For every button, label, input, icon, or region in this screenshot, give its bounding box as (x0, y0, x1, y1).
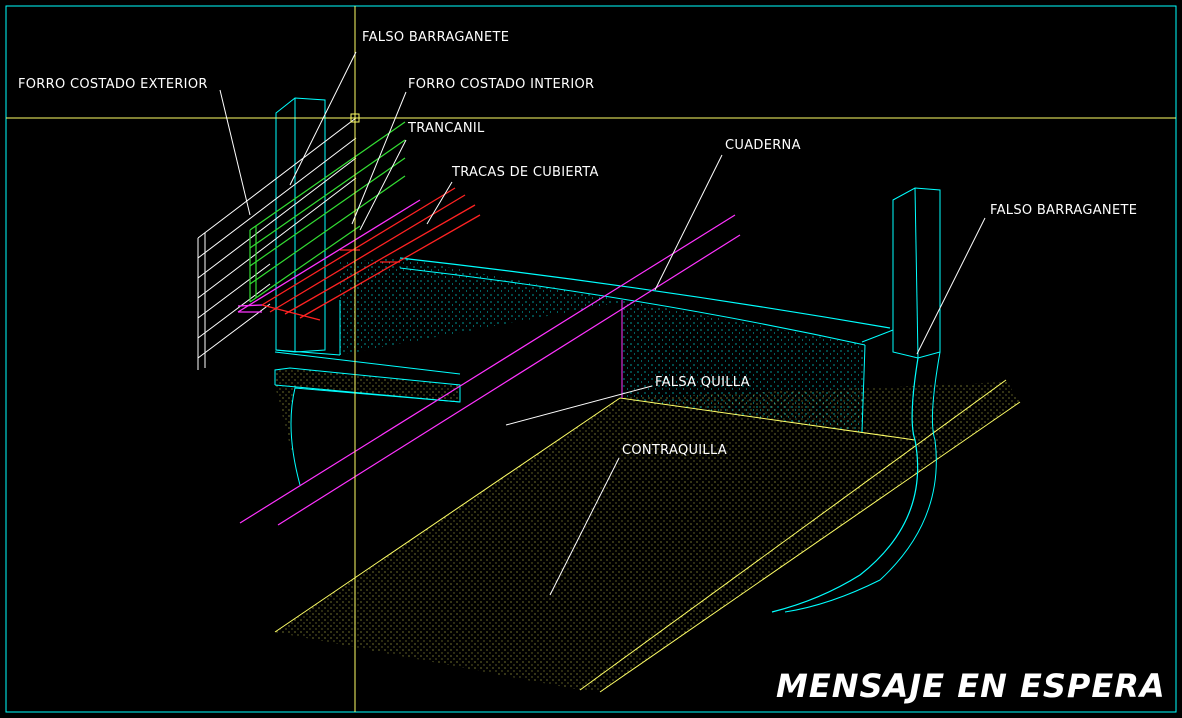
crosshair-pickbox[interactable] (350, 113, 360, 123)
label-forro-costado-interior: FORRO COSTADO INTERIOR (408, 77, 595, 92)
falsa-quilla-edge (619, 397, 916, 441)
forro-costado-exterior-planks (197, 117, 357, 370)
drawing-frame (5, 5, 1177, 713)
hull-right-curve-inner (784, 351, 941, 613)
label-falso-barraganete-right: FALSO BARRAGANETE (990, 203, 1138, 218)
label-falsa-quilla: FALSA QUILLA (655, 375, 750, 390)
keel-strip-dots (580, 380, 1020, 692)
hull-right-curve (771, 357, 919, 613)
cuaderna-bottom (274, 351, 461, 375)
post-left-bottom (275, 349, 341, 356)
contraquilla-edge-left (274, 397, 621, 633)
cuaderna-deck-beam (399, 257, 891, 329)
hull-left-top (274, 384, 461, 403)
post-right-edge (914, 187, 919, 359)
label-tracas-de-cubierta: TRACAS DE CUBIERTA (452, 165, 599, 180)
cuaderna-deck-beam-lower (399, 267, 866, 346)
cuaderna-side-right (861, 344, 866, 433)
label-contraquilla: CONTRAQUILLA (622, 443, 728, 458)
label-forro-costado-exterior: FORRO COSTADO EXTERIOR (18, 77, 208, 92)
trancanil-plank (237, 199, 421, 313)
label-cuaderna: CUADERNA (725, 138, 801, 153)
status-message: MENSAJE EN ESPERA (776, 667, 1166, 705)
contraquilla-surface (275, 382, 1008, 690)
magenta-line-a (239, 214, 736, 524)
hull-left-section (274, 367, 461, 486)
label-falso-barraganete-top: FALSO BARRAGANETE (362, 30, 510, 45)
leader-lines (219, 51, 986, 596)
cuaderna-block (340, 258, 865, 432)
beam-end-right (861, 329, 894, 343)
label-trancanil: TRANCANIL (408, 121, 485, 136)
